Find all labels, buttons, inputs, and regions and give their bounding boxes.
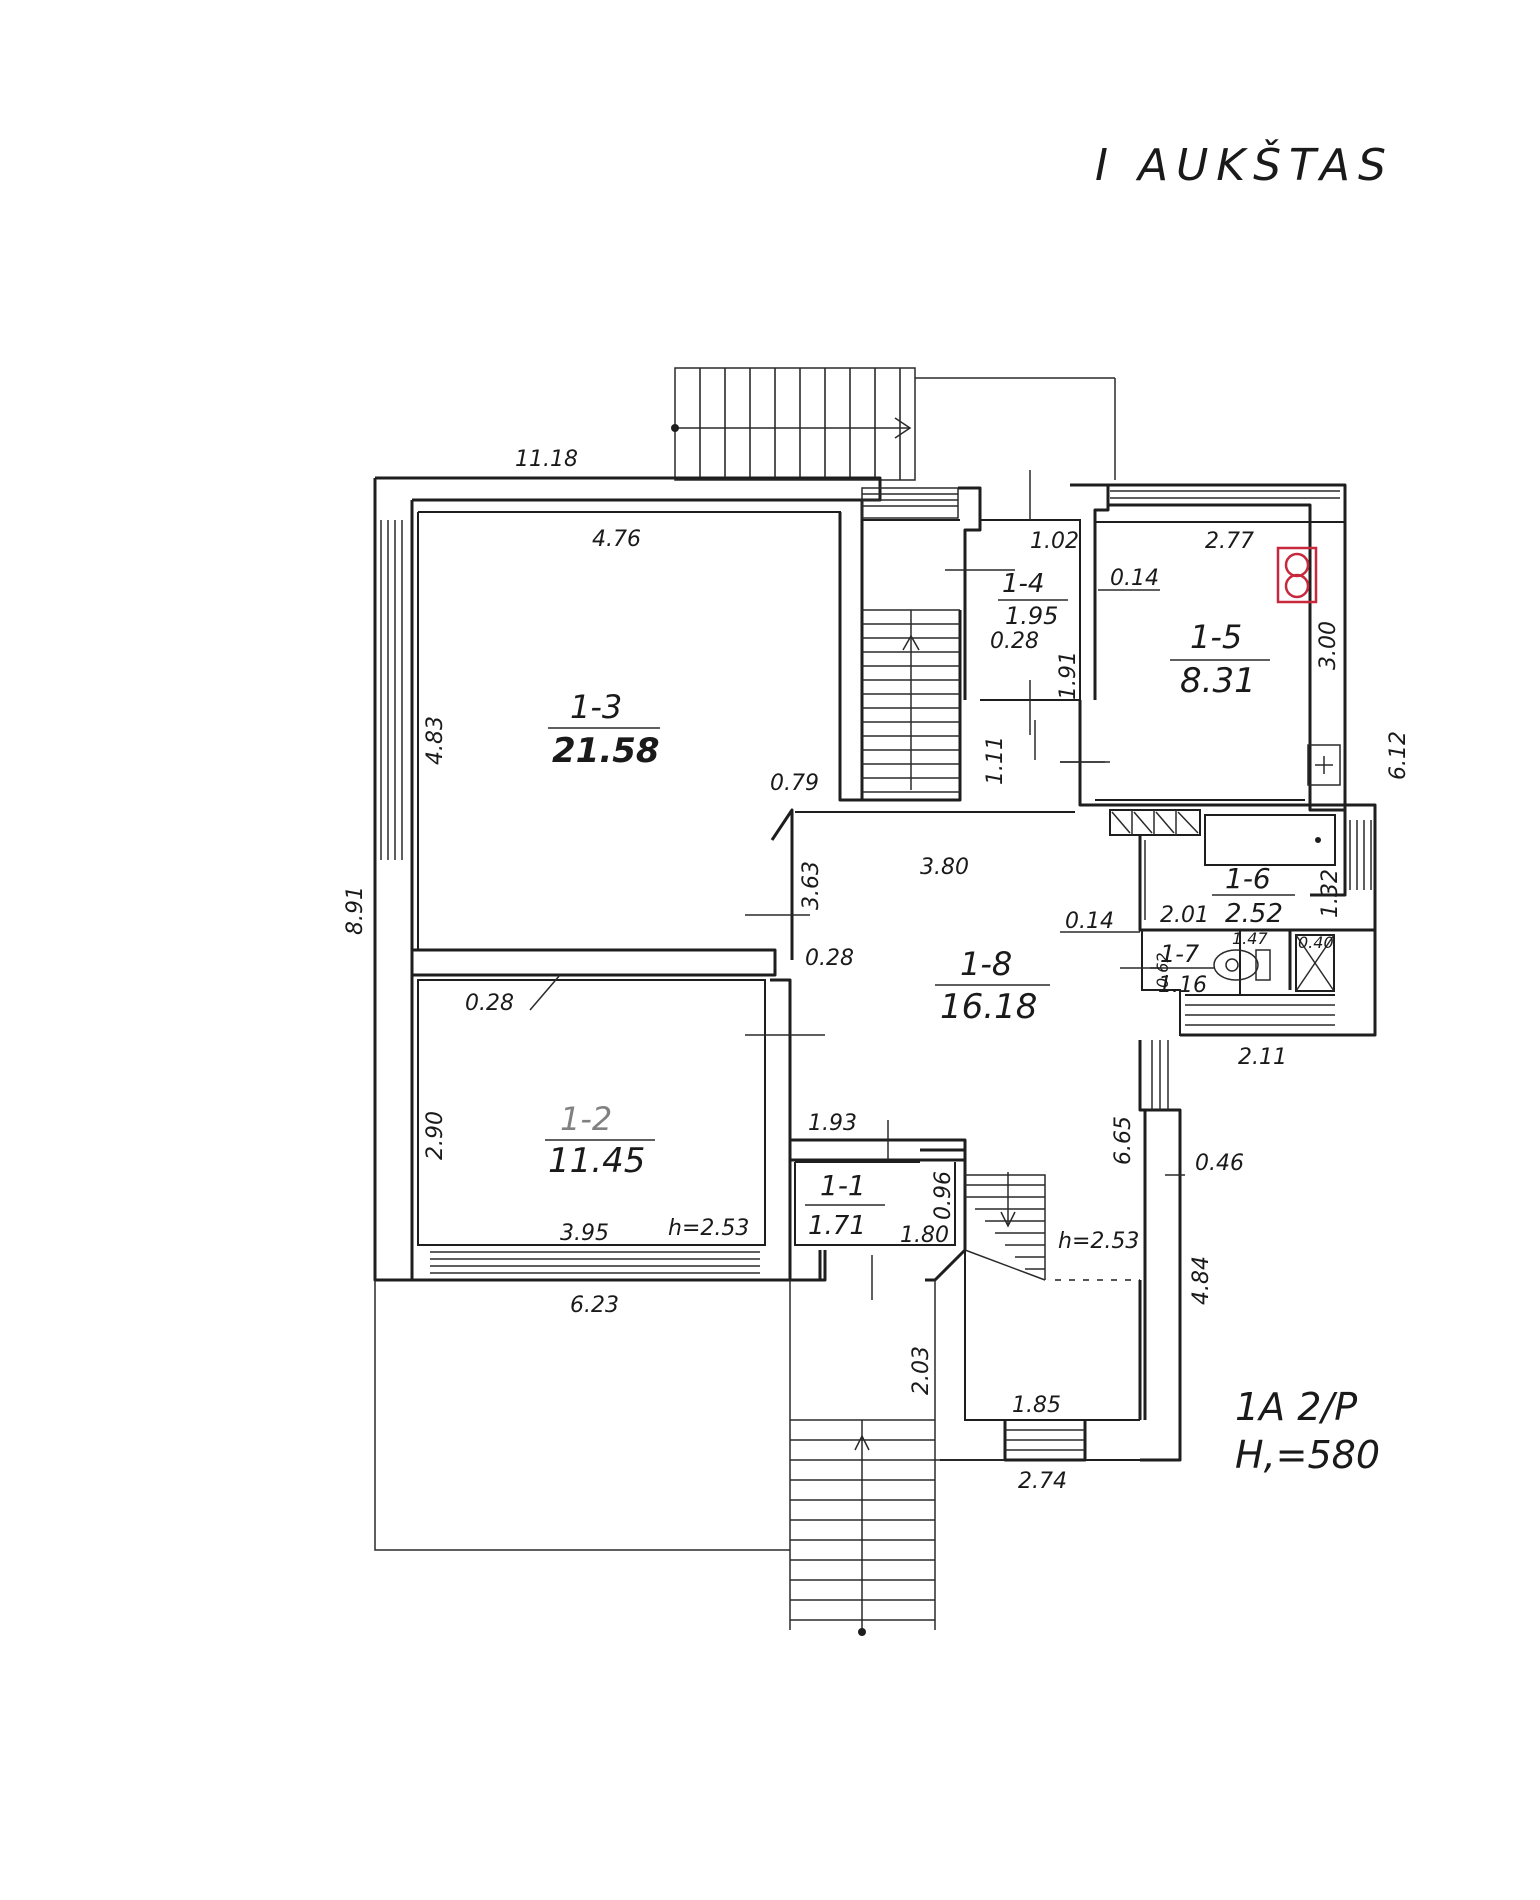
dim-r7-b: 1.47 [1232,929,1268,948]
dim-r7-a: 0.62 [1153,952,1172,988]
dim-ext-484: 4.84 [1189,1256,1214,1305]
room-1-6-area: 2.52 [1225,899,1283,929]
room-1-2-id: 1-2 [560,1100,612,1138]
room-1-5-id: 1-5 [1190,618,1242,656]
dim-hall-right: 6.65 [1111,1116,1136,1165]
dim-r1-bottom: 1.80 [900,1223,949,1248]
dim-top-overall: 11.18 [515,447,578,472]
bathtub-icon [1204,814,1336,866]
room-1-8-id: 1-8 [960,945,1012,983]
dim-bottom-left: 6.23 [570,1293,619,1318]
dim-bottom-274: 2.74 [1018,1469,1067,1494]
dim-r3-width: 4.76 [592,527,641,552]
room-1-1-id: 1-1 [820,1169,866,1202]
terrace [374,1280,1005,1636]
room-1-1-area: 1.71 [808,1211,866,1241]
stair-up-arrow-icon [902,634,920,651]
entry-vestibule [940,1250,1180,1462]
room-1-3-area: 21.58 [552,731,660,771]
room-1-7-id: 1-7 [1160,940,1200,968]
dim-left-overall: 8.91 [343,886,368,935]
dim-right-overall: 6.12 [1386,731,1411,780]
wall-1-3-1-2 [412,948,777,977]
dim-hall-side: 3.63 [799,861,824,910]
dim-r7-bottom: 2.11 [1238,1045,1287,1070]
dim-r3-height: 4.83 [423,716,448,765]
dim-r7-c: 0.40 [1298,933,1334,952]
dim-r6-width: 2.01 [1160,903,1209,928]
dim-r2-height: 2.90 [423,1111,448,1160]
dim-hall-wall: 0.28 [805,946,854,971]
dim-hall-width: 3.80 [920,855,969,880]
room-1-6 [1105,803,1377,932]
room-1-3-id: 1-3 [570,688,622,726]
internal-stairs [860,487,962,802]
stair-down-arrow-icon [1000,1211,1016,1228]
room-1-2-area: 11.45 [548,1141,645,1181]
note-line-2: H,=580 [1235,1433,1380,1477]
wall-hall-left [770,808,794,1140]
dim-r2-width: 3.95 [560,1221,609,1246]
dim-r3-door: 0.79 [770,771,819,796]
shower-icon [1295,934,1335,992]
room-1-4-area: 1.95 [1005,602,1058,630]
entry-stair-dot-icon [858,1628,866,1636]
stair-start-dot-icon [671,424,679,432]
room-1-7-area: 1.16 [1158,973,1207,998]
room-1-7 [1120,930,1335,1036]
boiler-icon [1276,546,1318,604]
dim-r4-width: 1.02 [1030,529,1079,554]
dim-h-right: h=2.53 [1058,1229,1139,1254]
note-line-1: 1A 2/P [1235,1385,1357,1429]
basement-stairs [964,1172,1140,1281]
room-1-8-area: 16.18 [940,987,1037,1027]
dim-r1-side: 0.96 [931,1171,956,1220]
dim-r6-height: 1.32 [1318,869,1343,918]
dim-r5-wall: 0.14 [1110,566,1159,591]
plan-note: 1A 2/P H,=580 [1235,1385,1380,1477]
entry-stair-arrow-icon [854,1434,870,1451]
dim-r2-h: h=2.53 [668,1216,749,1241]
dim-entry-depth: 2.03 [909,1346,934,1395]
room-1-4 [945,470,1081,735]
dim-r5-width: 2.77 [1205,529,1254,554]
dim-r4-height: 1.91 [1056,651,1081,700]
room-1-3 [417,500,864,951]
dim-wall-046: 0.46 [1195,1151,1244,1176]
dim-r5-height: 3.00 [1316,621,1341,670]
room-1-4-id: 1-4 [1002,569,1044,599]
dim-hall-wall-b: 0.14 [1065,909,1114,934]
dim-r1-top: 1.93 [808,1111,857,1136]
room-1-6-id: 1-6 [1225,862,1271,895]
dim-r2-wall: 0.28 [465,991,514,1016]
room-1-2 [410,979,822,1282]
dimensions: 11.18 4.76 4.83 8.91 0.79 0.28 2.90 3.95… [343,447,1411,1494]
dim-entry-width: 1.85 [1012,1393,1061,1418]
dim-hall-gap: 1.11 [983,736,1008,785]
toilet-icon [1213,949,1271,981]
dim-r4-wall: 0.28 [990,629,1039,654]
floor-title: I AUKŠTAS [1095,138,1394,191]
exterior-walls [373,476,1377,1462]
top-porch-stairs [671,367,1116,481]
room-labels: 1-3 21.58 1-2 11.45 1-4 1.95 1-5 8.31 1-… [545,569,1295,1241]
room-1-8 [745,720,1185,1176]
room-1-5-area: 8.31 [1180,661,1256,701]
